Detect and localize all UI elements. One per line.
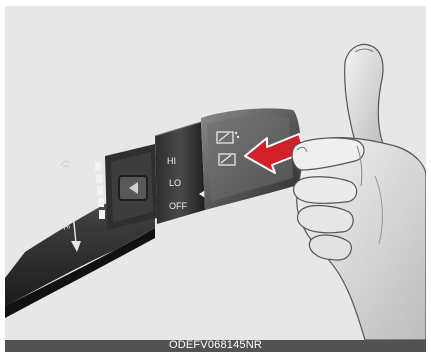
mode-label-off: OFF <box>59 179 74 190</box>
wiper-stalk-illustration: MIST OFF INT LO HI <box>5 6 426 340</box>
mode-label-int: INT <box>60 194 74 204</box>
mode-label-lo: LO <box>61 208 73 218</box>
ring-label-lo: LO <box>169 178 181 188</box>
int-dial[interactable]: INT <box>105 144 157 230</box>
front-wiper-icon <box>27 189 46 201</box>
ring-label-hi: HI <box>167 156 176 166</box>
figure-caption: ODEFV068145NR <box>5 339 426 352</box>
illustration-canvas: MIST OFF INT LO HI <box>5 6 426 340</box>
up-arrow-icon <box>52 169 58 181</box>
hand-illustration <box>292 44 426 340</box>
ring-label-off: OFF <box>169 201 187 211</box>
caption-bar: ODEFV068145NR <box>5 340 426 352</box>
speed-ring[interactable]: HI LO OFF <box>155 122 207 224</box>
